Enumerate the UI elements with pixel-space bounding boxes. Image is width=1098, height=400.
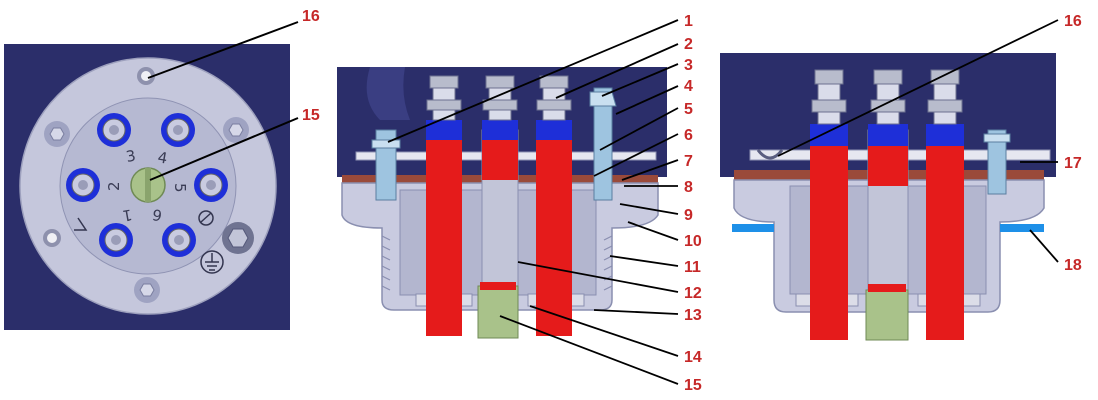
seal-ring xyxy=(732,224,774,232)
pin-socket xyxy=(66,168,100,202)
conductor-pin xyxy=(536,75,572,336)
earth-pin-top xyxy=(868,284,906,292)
spring-clip xyxy=(371,129,401,201)
callout-label: 5 xyxy=(684,101,693,118)
callout-label: 2 xyxy=(684,36,693,53)
leader-lines xyxy=(777,19,1059,263)
section-housing-cavity xyxy=(366,67,410,120)
callout-label: 10 xyxy=(684,233,702,250)
callout-label: 16 xyxy=(1064,13,1082,30)
earth-pin-section xyxy=(865,289,909,341)
pin-socket xyxy=(99,223,133,257)
callout-label: 3 xyxy=(684,57,693,74)
callout-label: 15 xyxy=(684,377,702,394)
callout-label: 15 xyxy=(302,107,320,124)
pin-socket xyxy=(161,113,195,147)
callout-label: 18 xyxy=(1064,257,1082,274)
callout-label: 7 xyxy=(684,153,693,170)
hex-screw-icon xyxy=(223,117,249,143)
callout-label: 13 xyxy=(684,307,702,324)
pin-number: 3 xyxy=(125,147,138,166)
earth-pin-section xyxy=(477,285,519,339)
earth-terminal xyxy=(222,222,254,254)
mounting-hole xyxy=(47,233,57,243)
pin-socket xyxy=(97,113,131,147)
side-view: 16 17 18 xyxy=(720,13,1082,341)
pin-number: 5 xyxy=(171,183,189,193)
earth-pin-slot xyxy=(145,168,151,202)
callout-label: 8 xyxy=(684,179,693,196)
front-view: 3 4 2 5 1 6 16 15 xyxy=(4,8,320,330)
leader-lines xyxy=(387,19,679,385)
earth-pin-top xyxy=(480,282,516,290)
thread-left xyxy=(381,235,391,291)
pin-number: 4 xyxy=(156,148,169,167)
spring-clip xyxy=(983,129,1011,195)
callout-label: 9 xyxy=(684,207,693,224)
conductor-pin xyxy=(482,75,518,180)
hex-screw-icon xyxy=(44,121,70,147)
conductor-pin xyxy=(810,69,848,340)
callout-label: 17 xyxy=(1064,155,1082,172)
section-view: 1 2 3 4 5 6 7 8 9 10 11 12 13 14 15 xyxy=(337,13,702,394)
earth-symbol-icon xyxy=(200,250,224,274)
mounting-hole xyxy=(141,71,151,81)
callout-label: 11 xyxy=(684,259,701,276)
pin-number: 6 xyxy=(151,205,164,224)
conductor-pin xyxy=(426,75,462,336)
callout-labels: 1 2 3 4 5 6 7 8 9 10 11 12 13 14 15 xyxy=(684,13,702,394)
callout-label: 14 xyxy=(684,349,702,366)
callout-label: 4 xyxy=(684,78,693,95)
latch-spring xyxy=(756,149,784,160)
hex-screw-icon xyxy=(134,277,160,303)
pin-number: 1 xyxy=(121,205,134,224)
conductor-pin xyxy=(926,69,964,340)
callout-label: 16 xyxy=(302,8,320,25)
polarity-mark-icon xyxy=(74,210,214,231)
callout-label: 6 xyxy=(684,127,693,144)
leader-line xyxy=(149,117,299,181)
conductor-pin xyxy=(868,69,908,186)
leader-line xyxy=(147,21,299,79)
callout-label: 1 xyxy=(684,13,693,30)
spring-clip xyxy=(589,87,617,201)
seal-ring xyxy=(1000,224,1044,232)
pin-number: 2 xyxy=(105,181,123,191)
callout-label: 12 xyxy=(684,285,702,302)
pin-socket xyxy=(194,168,228,202)
pin-socket xyxy=(162,223,196,257)
